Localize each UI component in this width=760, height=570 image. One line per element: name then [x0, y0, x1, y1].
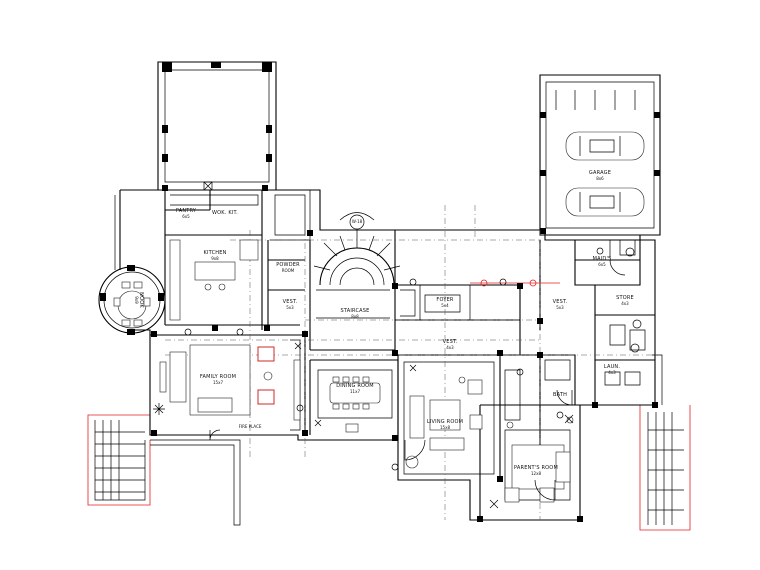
red-guideline	[470, 279, 560, 287]
door-swings	[209, 259, 626, 501]
svg-text:12x8: 12x8	[531, 471, 541, 476]
kitchen-fixtures	[169, 181, 259, 321]
room-family: FAMILY ROOM	[200, 374, 236, 380]
room-parents: PARENT'S ROOM	[514, 465, 558, 471]
svg-text:15x8: 15x8	[440, 425, 450, 430]
room-nook: NOOK	[138, 292, 144, 308]
svg-text:4x3: 4x3	[608, 370, 616, 375]
svg-text:11x7: 11x7	[350, 389, 360, 394]
svg-text:6x5: 6x5	[182, 214, 190, 219]
svg-text:9x8: 9x8	[211, 256, 219, 261]
garage-block	[539, 74, 661, 236]
svg-text:6x5: 6x5	[598, 262, 606, 267]
room-vest-2: VEST.	[443, 339, 458, 345]
svg-text:4x3: 4x3	[621, 301, 629, 306]
plants	[153, 342, 574, 509]
svg-text:5x3: 5x3	[286, 305, 294, 310]
terrace-right	[639, 354, 691, 531]
wine-mark: W-18	[352, 219, 363, 224]
svg-text:5x3: 5x3	[556, 305, 564, 310]
family-room-furniture	[159, 344, 301, 421]
fireplace-mark: FIRE PLACE	[239, 424, 262, 429]
room-kitchen: KITCHEN	[203, 250, 226, 256]
fixtures	[184, 247, 642, 471]
room-maids: MAID'S	[593, 256, 612, 262]
room-garage: GARAGE	[589, 170, 611, 176]
room-dining: DINING ROOM	[336, 383, 374, 389]
svg-text:9x9: 9x9	[134, 296, 139, 304]
pergola	[157, 61, 277, 191]
room-wok-kit: WOK. KIT.	[212, 210, 238, 216]
svg-text:8x6: 8x6	[596, 176, 604, 181]
living-room-furniture	[405, 376, 483, 469]
spiral-staircase	[313, 212, 401, 286]
exterior-walls	[114, 189, 656, 521]
room-store: STORE	[616, 295, 634, 301]
svg-text:5x4: 5x4	[441, 303, 449, 308]
room-powder: POWDER	[276, 262, 300, 268]
room-pantry: PANTRY	[176, 208, 197, 214]
svg-text:ROOM: ROOM	[282, 268, 295, 273]
room-labels: PANTRY 6x5 WOK. KIT. KITCHEN 9x8 POWDER …	[134, 170, 634, 476]
room-living: LIVING ROOM	[427, 419, 463, 425]
room-vest-3: VEST.	[553, 299, 568, 305]
nook-bay	[98, 265, 166, 335]
columns	[151, 185, 658, 522]
dining-furniture	[329, 376, 381, 433]
svg-text:15x7: 15x7	[213, 380, 223, 385]
room-bath: BATH	[553, 392, 567, 398]
room-staircase: STAIRCASE	[340, 308, 369, 314]
svg-text:4x3: 4x3	[446, 345, 454, 350]
room-vest-1: VEST.	[283, 299, 298, 305]
svg-text:8x8: 8x8	[351, 314, 359, 319]
room-laun: LAUN.	[604, 364, 621, 370]
room-foyer: FOYER	[436, 297, 454, 303]
terrace-left	[87, 414, 241, 526]
grid-axes	[165, 205, 660, 520]
